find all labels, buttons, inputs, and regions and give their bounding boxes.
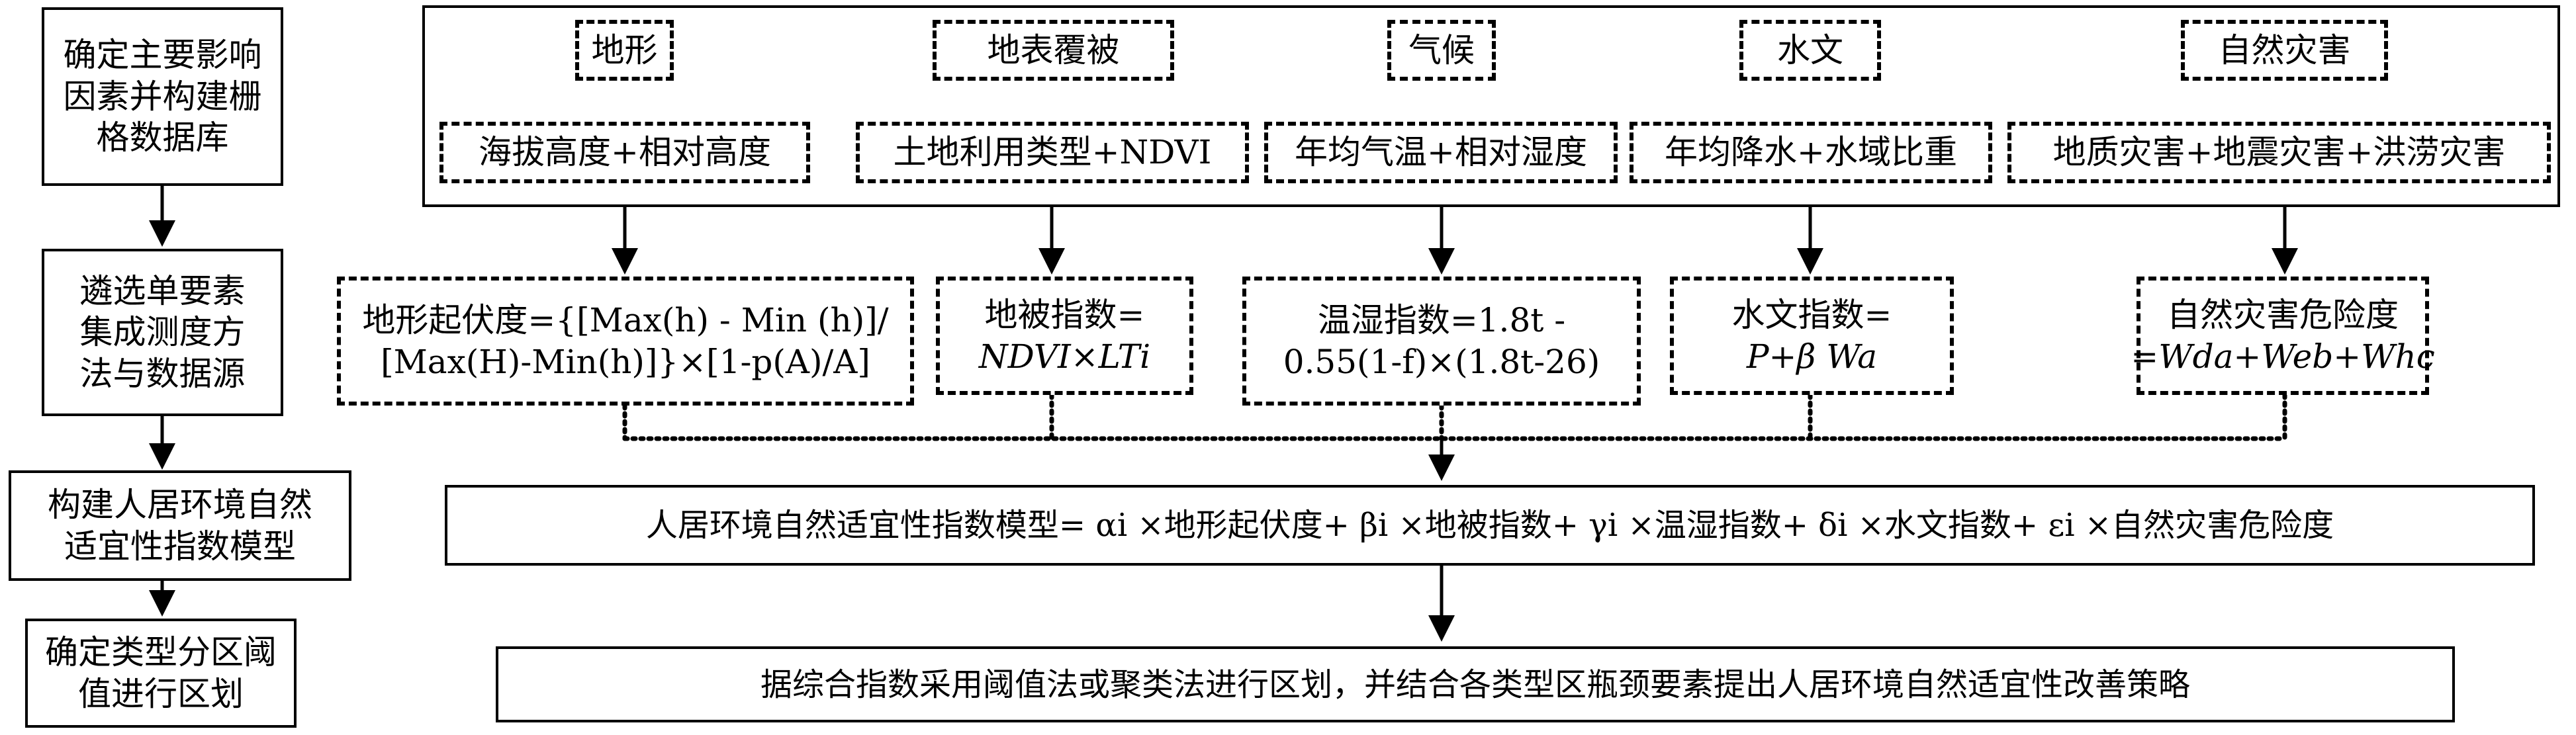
category-hydro: 水文 — [1739, 20, 1881, 81]
step-2-box: 遴选单要素 集成测度方 法与数据源 — [42, 249, 283, 416]
formula-climate-line-1: 温湿指数=1.8t - — [1317, 301, 1566, 339]
formula-terrain: 地形起伏度={[Max(h) - Min (h)]/ [Max(H)-Min(h… — [337, 277, 914, 406]
formula-hazard-line-2: =Wda+Web+Whc — [2131, 337, 2435, 376]
model-box: 人居环境自然适宜性指数模型= αi ×地形起伏度+ βi ×地被指数+ γi ×… — [445, 485, 2535, 566]
formula-climate-line-2: 0.55(1-f)×(1.8t-26) — [1283, 342, 1600, 381]
final-box: 据综合指数采用阈值法或聚类法进行区划，并结合各类型区瓶颈要素提出人居环境自然适宜… — [496, 646, 2455, 722]
formula-terrain-line-2: [Max(H)-Min(h)]}×[1-p(A)/A] — [381, 342, 870, 381]
step-4-box: 确定类型分区阈 值进行区划 — [25, 619, 297, 728]
formula-hazard: 自然灾害危险度 =Wda+Web+Whc — [2131, 277, 2435, 395]
step-1-box: 确定主要影响 因素并构建栅 格数据库 — [42, 7, 283, 186]
category-terrain: 地形 — [575, 20, 674, 81]
category-hazard: 自然灾害 — [2181, 20, 2388, 81]
indicators-terrain: 海拔高度+相对高度 — [439, 122, 810, 183]
indicators-hydro: 年均降水+水域比重 — [1630, 122, 1992, 183]
category-cover: 地表覆被 — [933, 20, 1174, 81]
formula-cover: 地被指数= NDVI×LTi — [936, 277, 1193, 395]
formula-terrain-line-1: 地形起伏度={[Max(h) - Min (h)]/ — [362, 301, 889, 339]
formula-hydro-line-1: 水文指数= — [1731, 296, 1892, 334]
category-climate: 气候 — [1387, 20, 1496, 81]
formula-cover-line-1: 地被指数= — [984, 296, 1145, 334]
formula-climate: 温湿指数=1.8t - 0.55(1-f)×(1.8t-26) — [1242, 277, 1641, 406]
formula-hydro: 水文指数= P+β Wa — [1670, 277, 1954, 395]
indicators-hazard: 地质灾害+地震灾害+洪涝灾害 — [2007, 122, 2551, 183]
formula-cover-line-2: NDVI×LTi — [978, 337, 1151, 376]
formula-hazard-line-1: 自然灾害危险度 — [2167, 296, 2399, 334]
formula-hydro-line-2: P+β Wa — [1746, 337, 1878, 376]
indicators-cover: 土地利用类型+NDVI — [856, 122, 1249, 183]
step-3-box: 构建人居环境自然 适宜性指数模型 — [9, 470, 351, 581]
indicators-climate: 年均气温+相对湿度 — [1264, 122, 1618, 183]
